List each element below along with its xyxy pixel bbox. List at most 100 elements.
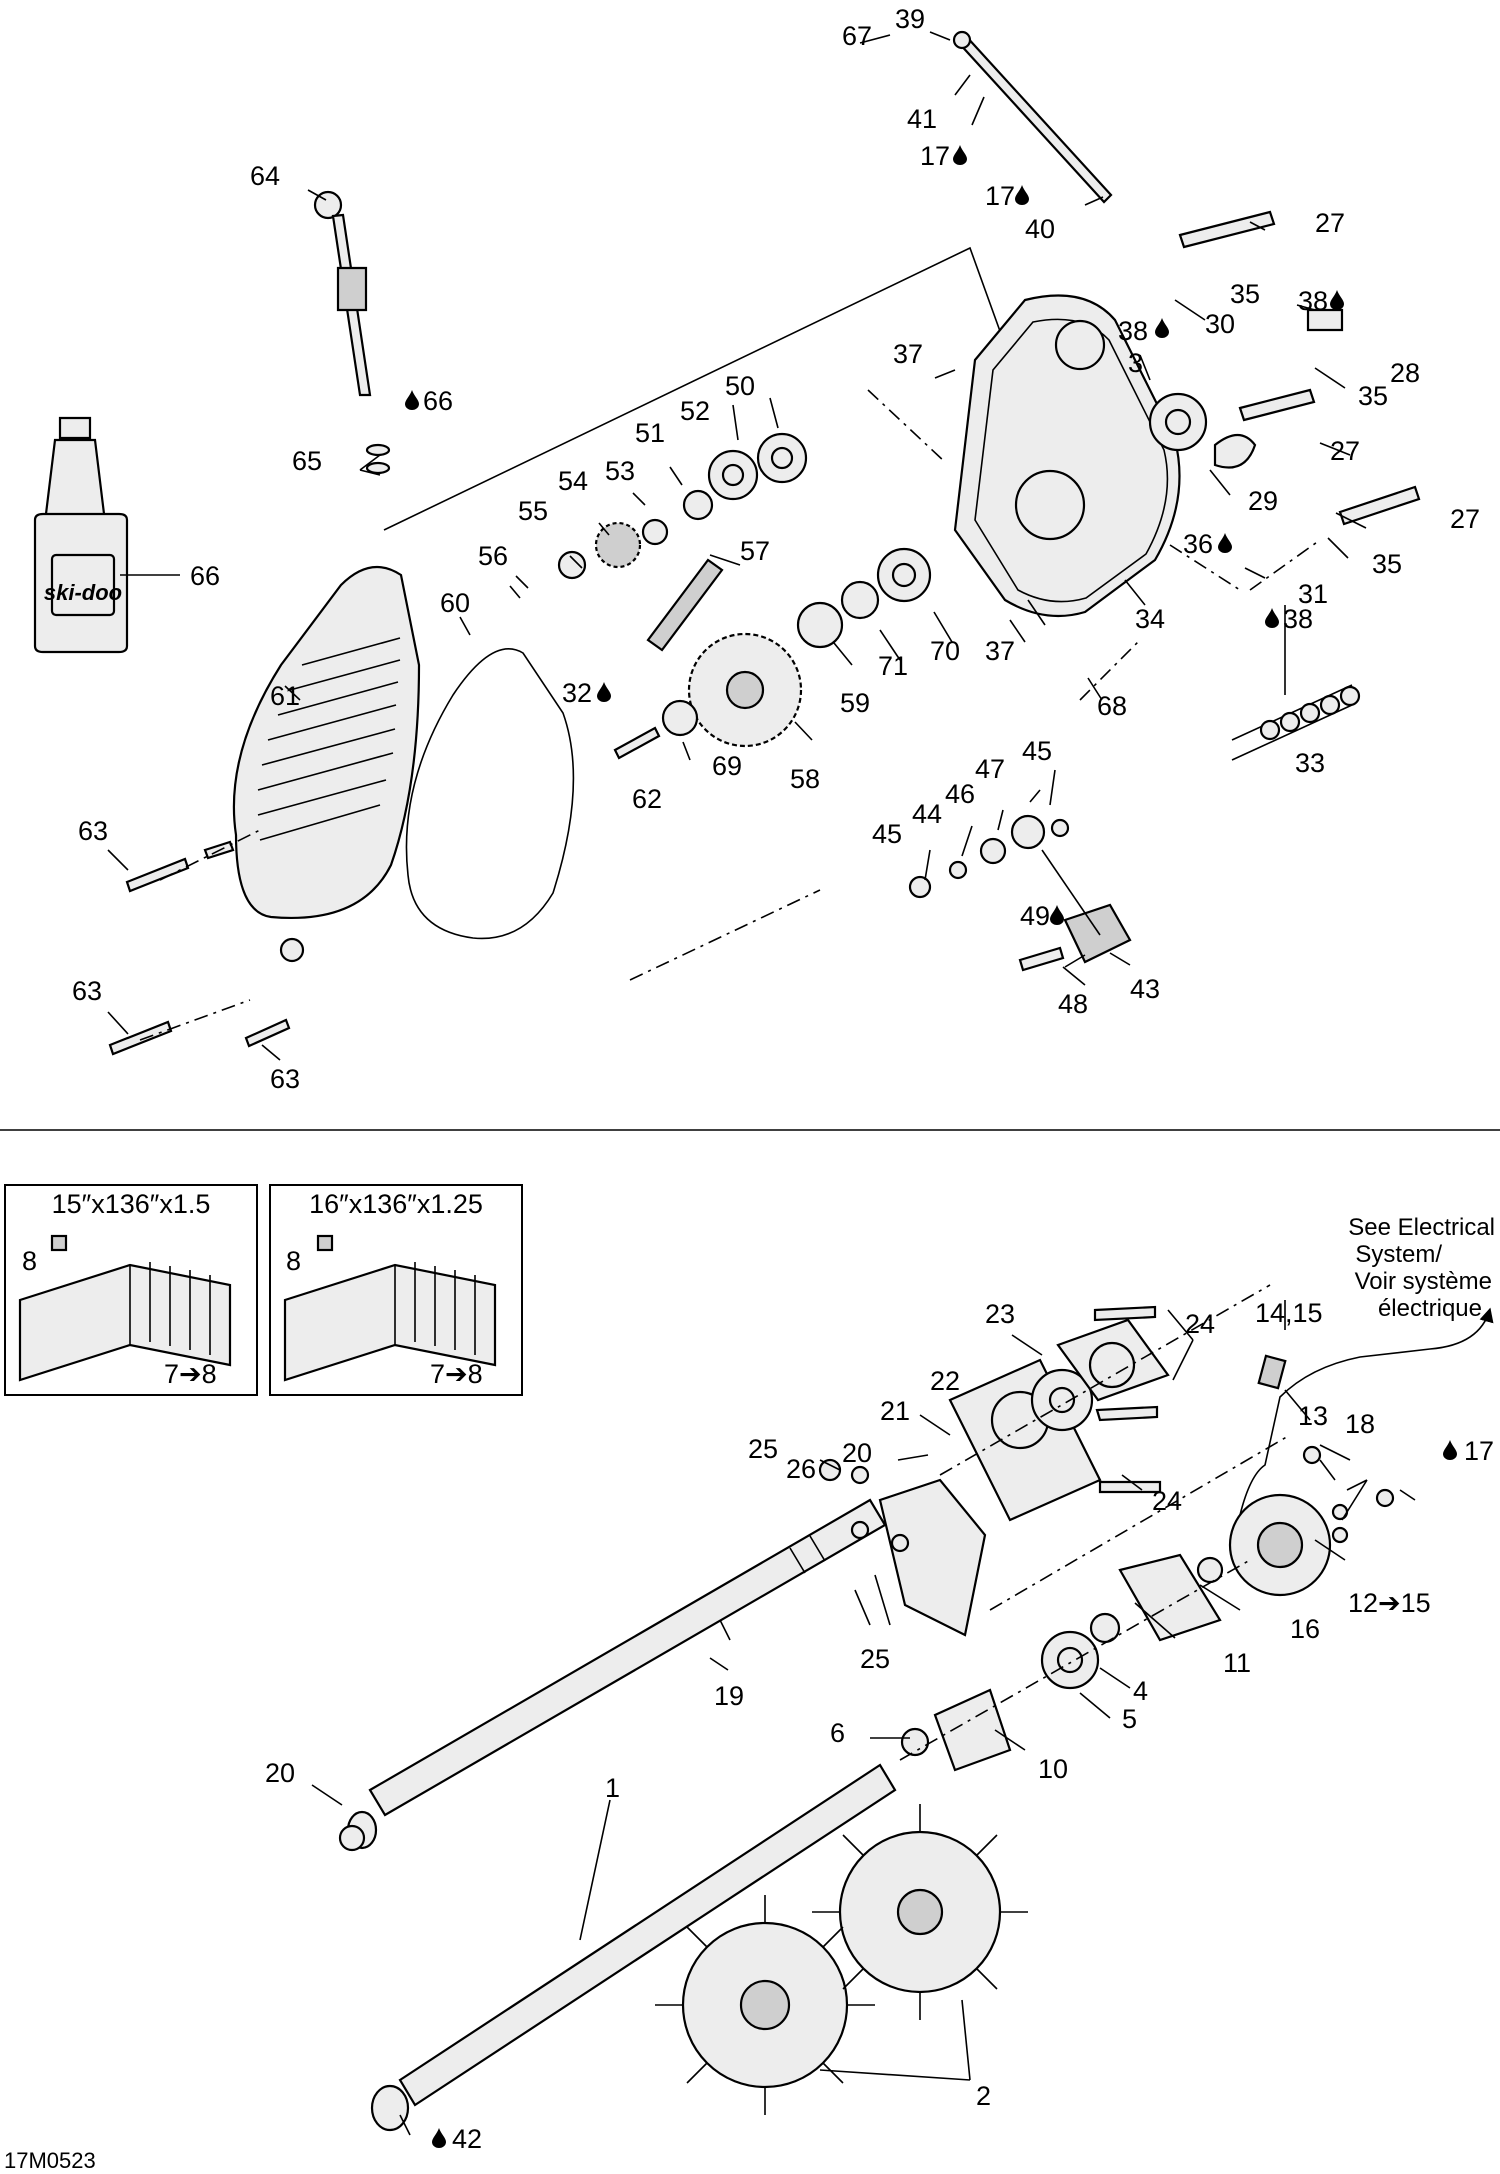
callout-22: 22 bbox=[930, 1366, 960, 1396]
inset-clip-label-16: 8 bbox=[286, 1246, 301, 1276]
callout-27b: 27 bbox=[1330, 436, 1360, 466]
callout-14-15: 14,15 bbox=[1255, 1298, 1323, 1328]
callout-44: 44 bbox=[912, 799, 942, 829]
chaincase-housing bbox=[953, 294, 1208, 618]
callout-29: 29 bbox=[1248, 486, 1278, 516]
callout-18: 18 bbox=[1345, 1409, 1375, 1439]
callout-63a: 63 bbox=[78, 816, 108, 846]
callout-35c: 35 bbox=[1372, 549, 1402, 579]
drive-sprockets bbox=[655, 1804, 1028, 2115]
callout-70: 70 bbox=[930, 636, 960, 666]
callout-50: 50 bbox=[725, 371, 755, 401]
callout-43: 43 bbox=[1130, 974, 1160, 1004]
callout-11: 11 bbox=[1223, 1648, 1251, 1678]
callout-20b: 20 bbox=[265, 1758, 295, 1788]
o-ring bbox=[405, 648, 575, 940]
drive-axle bbox=[398, 1763, 897, 2107]
diagram-id: 17M0523 bbox=[4, 2148, 96, 2173]
dipstick bbox=[313, 190, 391, 475]
callout-56: 56 bbox=[478, 541, 508, 571]
callout-66a: 66 bbox=[423, 386, 453, 416]
bottle-brand-label: ski-doo bbox=[44, 580, 122, 605]
callout-37a: 37 bbox=[893, 339, 923, 369]
callout-45b: 45 bbox=[872, 819, 902, 849]
callout-36: 36 bbox=[1183, 529, 1213, 559]
callout-31: 31 bbox=[1298, 579, 1328, 609]
callout-39: 39 bbox=[895, 4, 925, 34]
callout-48: 48 bbox=[1058, 989, 1088, 1019]
callout-61: 61 bbox=[270, 681, 300, 711]
callout-55: 55 bbox=[518, 496, 548, 526]
callout-71: 71 bbox=[878, 651, 908, 681]
callout-37b: 37 bbox=[985, 636, 1015, 666]
callout-23: 23 bbox=[985, 1299, 1015, 1329]
callout-24a: 24 bbox=[1185, 1309, 1215, 1339]
callout-52: 52 bbox=[680, 396, 710, 426]
drive-axle-assembly bbox=[338, 1284, 1494, 2132]
callout-47: 47 bbox=[975, 754, 1005, 784]
callout-35a: 35 bbox=[1230, 279, 1260, 309]
callout-41: 41 bbox=[907, 104, 937, 134]
callout-17c: 17 bbox=[1464, 1436, 1494, 1466]
callout-38b: 38 bbox=[1118, 316, 1148, 346]
callout-12-15: 12➔15 bbox=[1348, 1588, 1431, 1618]
countershaft bbox=[368, 1498, 887, 1817]
callout-59: 59 bbox=[840, 688, 870, 718]
chain bbox=[646, 558, 724, 652]
callout-66b: 66 bbox=[190, 561, 220, 591]
callout-42: 42 bbox=[452, 2124, 482, 2154]
inset-box-16: 16″x136″x1.25 8 7➔8 bbox=[269, 1184, 523, 1396]
callout-69: 69 bbox=[712, 751, 742, 781]
callout-2: 2 bbox=[976, 2081, 991, 2111]
inset-clip-label-15: 8 bbox=[22, 1246, 37, 1276]
callout-49: 49 bbox=[1020, 901, 1050, 931]
inset-box-15: 15″x136″x1.5 8 7➔8 bbox=[4, 1184, 258, 1396]
chaincase-assembly: ski-doo bbox=[33, 30, 1421, 1056]
small-gear bbox=[594, 521, 642, 569]
callout-19: 19 bbox=[714, 1681, 744, 1711]
callout-40: 40 bbox=[1025, 214, 1055, 244]
inset-title-15: 15″x136″x1.5 bbox=[52, 1189, 211, 1219]
note-line-3: Voir système bbox=[1355, 1268, 1492, 1295]
oil-bottle: ski-doo bbox=[33, 416, 129, 654]
inset-track-label-15: 7➔8 bbox=[164, 1359, 217, 1389]
chaincase-cover bbox=[232, 565, 421, 963]
callout-45a: 45 bbox=[1022, 736, 1052, 766]
callout-68: 68 bbox=[1097, 691, 1127, 721]
callout-25a: 25 bbox=[748, 1434, 778, 1464]
leader-lines bbox=[107, 31, 1416, 2136]
note-line-2: System/ bbox=[1355, 1241, 1442, 1268]
callout-3: 3 bbox=[1128, 348, 1143, 378]
callout-38a: 38 bbox=[1298, 286, 1328, 316]
callout-17a: 17 bbox=[920, 141, 950, 171]
callout-6: 6 bbox=[830, 1718, 845, 1748]
callout-51: 51 bbox=[635, 418, 665, 448]
callout-62: 62 bbox=[632, 784, 662, 814]
electrical-note: See Electrical System/ Voir système élec… bbox=[1348, 1214, 1495, 1322]
callout-46: 46 bbox=[945, 779, 975, 809]
callout-53: 53 bbox=[605, 456, 635, 486]
callout-4: 4 bbox=[1133, 1676, 1148, 1706]
callout-27a: 27 bbox=[1315, 208, 1345, 238]
callout-38c: 38 bbox=[1283, 604, 1313, 634]
callout-17b: 17 bbox=[985, 181, 1015, 211]
callout-63c: 63 bbox=[270, 1064, 300, 1094]
callout-30: 30 bbox=[1205, 309, 1235, 339]
callout-65: 65 bbox=[292, 446, 322, 476]
callout-60: 60 bbox=[440, 588, 470, 618]
callout-26: 26 bbox=[786, 1454, 816, 1484]
note-line-1: See Electrical bbox=[1348, 1214, 1495, 1241]
callout-16: 16 bbox=[1290, 1614, 1320, 1644]
callout-10: 10 bbox=[1038, 1754, 1068, 1784]
callout-67: 67 bbox=[842, 21, 872, 51]
callout-63b: 63 bbox=[72, 976, 102, 1006]
callout-25b: 25 bbox=[860, 1644, 890, 1674]
callout-64: 64 bbox=[250, 161, 280, 191]
callout-35b: 35 bbox=[1358, 381, 1388, 411]
callout-27c: 27 bbox=[1450, 504, 1480, 534]
callout-20a: 20 bbox=[842, 1438, 872, 1468]
callout-54: 54 bbox=[558, 466, 588, 496]
callout-57: 57 bbox=[740, 536, 770, 566]
callout-34: 34 bbox=[1135, 604, 1165, 634]
callout-28: 28 bbox=[1390, 358, 1420, 388]
